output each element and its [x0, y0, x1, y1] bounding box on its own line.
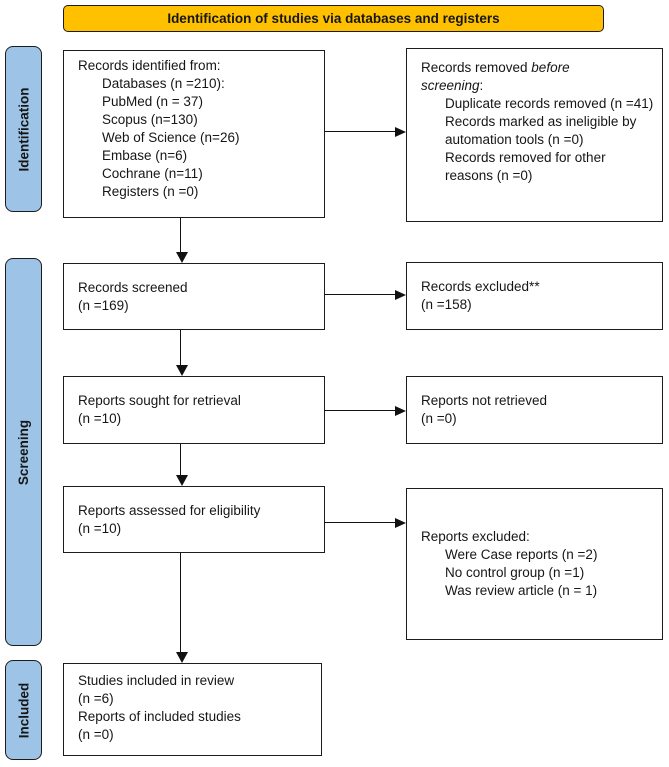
box-line: Reports of included studies — [78, 709, 241, 724]
box-line: (n =10) — [78, 411, 122, 426]
arrow-screened-to-excluded — [325, 289, 406, 300]
list-item: Embase (n=6) — [102, 148, 188, 163]
box-records-screened: Records screened (n =169) — [63, 263, 325, 330]
arrow-sought-to-assessed — [175, 444, 188, 486]
box-line: Reports not retrieved — [421, 393, 548, 408]
arrow-sought-to-not-retrieved — [325, 405, 406, 416]
sidebar-screening: Screening — [5, 258, 42, 646]
sidebar-identification: Identification — [5, 46, 42, 212]
arrow-identified-to-removed — [325, 126, 406, 137]
box-records-removed: Records removed before screening: Duplic… — [406, 48, 663, 222]
box-title-line: Records removed before — [421, 59, 654, 77]
list-item: Was review article (n = 1) — [445, 583, 598, 598]
sidebar-screening-label: Screening — [16, 419, 31, 485]
box-line: (n =6) — [78, 691, 114, 706]
arrow-screened-to-sought — [175, 330, 188, 376]
list-item: Records removed for other reasons (n =0) — [445, 150, 606, 183]
box-line: (n =158) — [421, 297, 472, 312]
title-italic: before — [531, 60, 570, 75]
sidebar-identification-label: Identification — [16, 87, 31, 171]
box-line: Studies included in review — [78, 673, 235, 688]
box-line: Records excluded** — [421, 279, 540, 294]
box-records-excluded: Records excluded** (n =158) — [406, 262, 663, 330]
list-item: Cochrane (n=11) — [102, 166, 203, 181]
box-line: (n =10) — [78, 520, 122, 536]
sidebar-included-label: Included — [16, 682, 32, 738]
box-line: Reports sought for retrieval — [78, 393, 241, 408]
box-line: Reports assessed for eligibility — [78, 502, 261, 518]
list-item: Records marked as ineligible by automati… — [445, 114, 637, 147]
header-title: Identification of studies via databases … — [167, 11, 500, 26]
box-title: Records identified from: — [78, 58, 221, 73]
arrow-assessed-to-excluded — [325, 517, 406, 528]
list-item: Were Case reports (n =2) — [445, 547, 598, 562]
box-records-identified: Records identified from: Databases (n =2… — [63, 50, 325, 218]
header-banner: Identification of studies via databases … — [63, 5, 604, 32]
list-item: No control group (n =1) — [445, 565, 585, 580]
box-studies-included: Studies included in review (n =6) Report… — [63, 663, 322, 756]
arrow-assessed-to-included — [175, 553, 188, 663]
sidebar-included: Included — [5, 660, 42, 760]
list-item: Web of Science (n=26) — [102, 130, 240, 145]
arrow-identified-to-screened — [175, 218, 188, 263]
title-italic: screening — [421, 78, 480, 93]
list-item: Scopus (n=130) — [102, 112, 198, 127]
box-reports-not-retrieved: Reports not retrieved (n =0) — [406, 376, 663, 444]
title-text: : — [479, 78, 484, 93]
list-item: PubMed (n = 37) — [102, 94, 203, 109]
box-title: Reports excluded: — [421, 529, 530, 544]
box-line: (n =0) — [421, 411, 457, 426]
box-line: Records screened — [78, 279, 188, 295]
list-item: Registers (n =0) — [102, 184, 199, 199]
box-reports-excluded: Reports excluded: Were Case reports (n =… — [406, 488, 663, 640]
list-item: Databases (n =210): — [102, 76, 225, 91]
box-line: (n =169) — [78, 297, 129, 313]
box-line: (n =0) — [78, 727, 114, 742]
title-text: Records removed — [421, 60, 532, 75]
box-title-line: screening: — [421, 77, 654, 95]
list-item: Duplicate records removed (n =41) — [445, 96, 654, 111]
box-reports-assessed: Reports assessed for eligibility (n =10) — [63, 486, 325, 553]
box-reports-sought: Reports sought for retrieval (n =10) — [63, 376, 325, 444]
